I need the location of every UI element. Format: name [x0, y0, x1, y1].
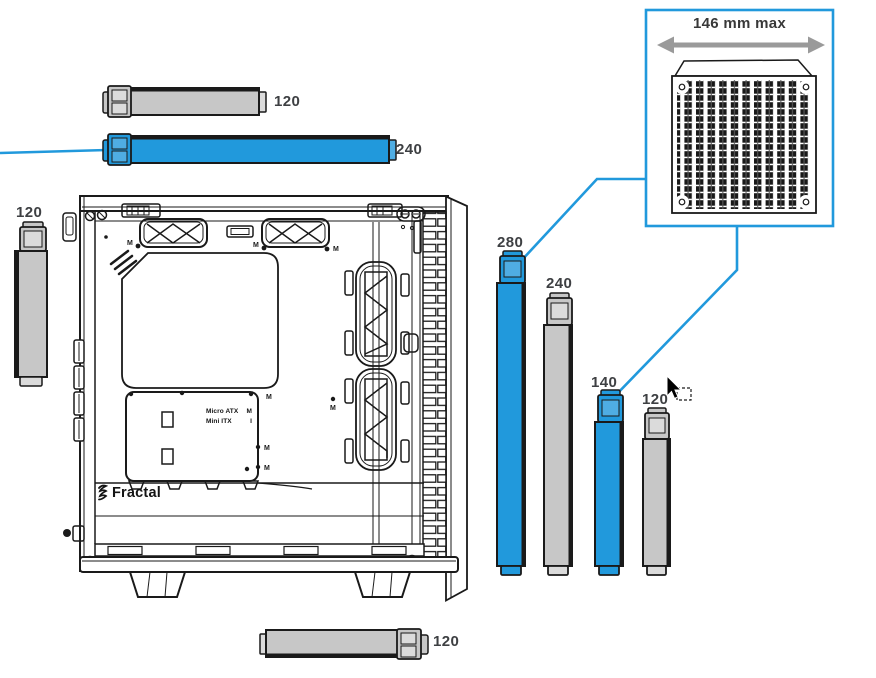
standoff-marker: M: [127, 240, 133, 247]
leader-top-240: [0, 148, 108, 155]
mouse-cursor: [666, 374, 692, 401]
label-right-280: 280: [497, 234, 524, 251]
standoff-marker: M: [330, 405, 336, 412]
brand-name: Fractal: [112, 484, 161, 501]
label-front-120: 120: [16, 204, 43, 221]
mobo-standoff-labels: Micro ATX M Mini ITX I: [206, 407, 252, 427]
mobo-form-factor-key: M: [246, 408, 252, 415]
dimension-arrow: [657, 36, 825, 54]
leader-inset-to-140: [612, 226, 739, 399]
radiator-bottom-120: [259, 628, 429, 660]
leader-inset-to-280: [520, 177, 646, 262]
radiator-top-120: [102, 85, 267, 118]
front-fan-mounts: M: [330, 222, 419, 544]
clearance-inset: [644, 8, 835, 228]
top-latches-and-screws: [84, 203, 426, 254]
label-right-240: 240: [546, 275, 573, 292]
mobo-form-factor: Mini ITX: [206, 418, 232, 425]
fractal-logo-icon: [98, 484, 108, 501]
label-top-240: 240: [396, 141, 423, 158]
mobo-form-factor: Micro ATX: [206, 408, 239, 415]
inset-dimension-label: 146 mm max: [692, 15, 787, 32]
radiator-right-140: [594, 389, 624, 576]
fractal-logo: Fractal: [97, 484, 161, 501]
motherboard-tray: [121, 252, 279, 389]
motherboard-outline: M M M: [125, 390, 313, 490]
cable-grommet: [109, 249, 138, 276]
case-drawing: M M M M M M: [62, 195, 468, 603]
standoff-marker: M: [264, 445, 270, 452]
case-rear-panel: [62, 197, 96, 572]
radiator-right-280: [496, 250, 526, 576]
radiator-right-240: [543, 292, 573, 576]
mobo-form-factor-key: I: [250, 418, 252, 425]
label-right-140: 140: [591, 374, 618, 391]
radiator-front-120: [14, 221, 48, 387]
label-right-120: 120: [642, 391, 669, 408]
leader-lines: [0, 148, 739, 399]
front-vent-slats: [422, 211, 447, 567]
radiator-top-view: [671, 59, 817, 214]
standoff-marker: M: [266, 394, 272, 401]
mobo-row-mini-itx: Mini ITX I: [206, 417, 252, 427]
radiator-right-120: [642, 407, 671, 576]
mobo-row-micro-atx: Micro ATX M: [206, 407, 252, 417]
label-bottom-120: 120: [433, 633, 460, 650]
psu-shroud: [94, 482, 425, 557]
standoff-marker: M: [264, 465, 270, 472]
standoff-marker: M: [333, 246, 339, 253]
standoff-marker: M: [253, 242, 259, 249]
label-top-120: 120: [274, 93, 301, 110]
radiator-top-240: [102, 133, 397, 166]
case-front-panel: [411, 195, 468, 603]
case-bottom: [79, 554, 459, 598]
top-fan-mounts: M M M: [104, 218, 339, 253]
case-feet: [128, 571, 412, 598]
pointer-arrow-icon: [666, 374, 683, 400]
